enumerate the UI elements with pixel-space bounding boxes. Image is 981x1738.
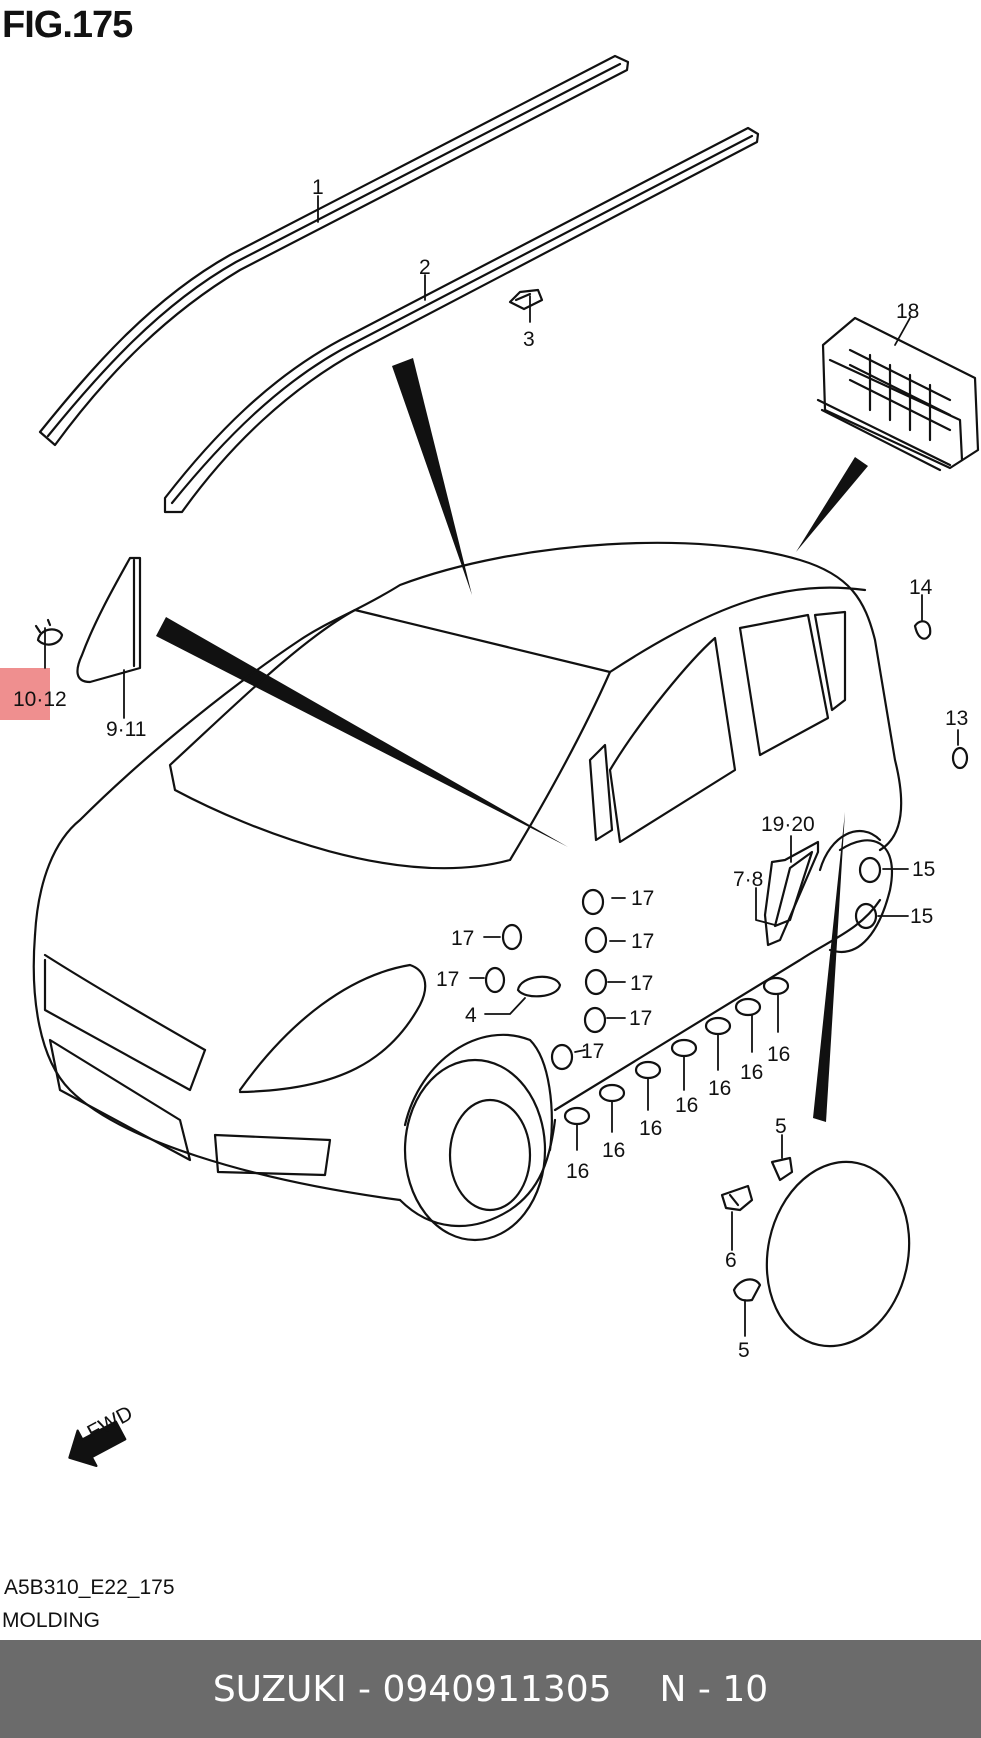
callout-3: 3 bbox=[523, 328, 535, 351]
callout-4: 4 bbox=[465, 1004, 477, 1027]
bushing-5-bottom bbox=[732, 1278, 762, 1302]
bushing-5-top bbox=[770, 1156, 794, 1182]
callout-5-top: 5 bbox=[775, 1115, 787, 1138]
figure-title: FIG.175 bbox=[2, 4, 133, 46]
callout-19-20: 19·20 bbox=[761, 813, 815, 836]
callout-16: 16 bbox=[708, 1077, 731, 1100]
footer-page: N - 10 bbox=[659, 1668, 769, 1710]
callout-17: 17 bbox=[451, 927, 474, 950]
parts-diagram: 1 2 3 18 14 13 10·12 9·11 19·20 7·8 15 1… bbox=[13, 54, 980, 1468]
callout-17: 17 bbox=[629, 1007, 652, 1030]
callout-9-11: 9·11 bbox=[106, 718, 146, 741]
callout-16: 16 bbox=[602, 1139, 625, 1162]
clip-10-12 bbox=[34, 618, 64, 646]
callout-5-bottom: 5 bbox=[738, 1339, 750, 1362]
roof-molding-2 bbox=[163, 126, 760, 514]
leader-wedge-roof bbox=[392, 358, 472, 595]
callout-18: 18 bbox=[896, 300, 919, 323]
callout-14: 14 bbox=[909, 576, 933, 599]
callout-17: 17 bbox=[631, 930, 654, 953]
car-outline bbox=[32, 541, 903, 1242]
footer-part-number: SUZUKI - 0940911305 bbox=[212, 1668, 612, 1710]
callout-17: 17 bbox=[436, 968, 459, 991]
nut-14 bbox=[913, 620, 932, 640]
fwd-arrow-icon bbox=[68, 1420, 127, 1468]
callout-2: 2 bbox=[419, 256, 431, 279]
leader-wedge-outlet bbox=[796, 457, 868, 552]
lid-spring-6 bbox=[720, 1184, 754, 1212]
callout-1: 1 bbox=[312, 176, 324, 199]
callout-17: 17 bbox=[630, 972, 653, 995]
rear-molding-19-20 bbox=[773, 850, 814, 928]
callout-7-8: 7·8 bbox=[733, 868, 763, 891]
pillar-garnish-9-11 bbox=[76, 556, 142, 684]
callout-6: 6 bbox=[725, 1249, 737, 1272]
callout-16: 16 bbox=[639, 1117, 662, 1140]
callout-17: 17 bbox=[581, 1040, 604, 1063]
clip-3 bbox=[508, 288, 544, 311]
clip-15-pair bbox=[854, 856, 882, 930]
callout-17: 17 bbox=[631, 887, 654, 910]
drawing-code: A5B310_E22_175 bbox=[4, 1576, 175, 1599]
callout-10-12: 10·12 bbox=[13, 688, 67, 711]
clip-16-row bbox=[563, 976, 790, 1126]
highlighted-callout-box bbox=[0, 668, 50, 720]
footer-bar: SUZUKI - 0940911305 N - 10 bbox=[0, 1640, 981, 1738]
seal-13 bbox=[951, 746, 969, 770]
leader-wedge-pillar bbox=[156, 617, 568, 847]
callout-15-top: 15 bbox=[912, 858, 935, 881]
fuel-lid bbox=[765, 1160, 911, 1348]
callout-16: 16 bbox=[675, 1094, 698, 1117]
leader-wedge-rear bbox=[813, 812, 845, 1122]
clip-17-col bbox=[484, 888, 608, 1071]
air-outlet-18 bbox=[816, 316, 980, 472]
callout-16: 16 bbox=[767, 1043, 790, 1066]
callout-16: 16 bbox=[566, 1160, 589, 1183]
section-name: MOLDING bbox=[2, 1609, 101, 1632]
callout-15-bottom: 15 bbox=[910, 905, 933, 928]
roof-molding-1 bbox=[38, 54, 630, 447]
callout-16: 16 bbox=[740, 1061, 763, 1084]
grommet-4 bbox=[516, 975, 562, 998]
callout-13: 13 bbox=[945, 707, 968, 730]
